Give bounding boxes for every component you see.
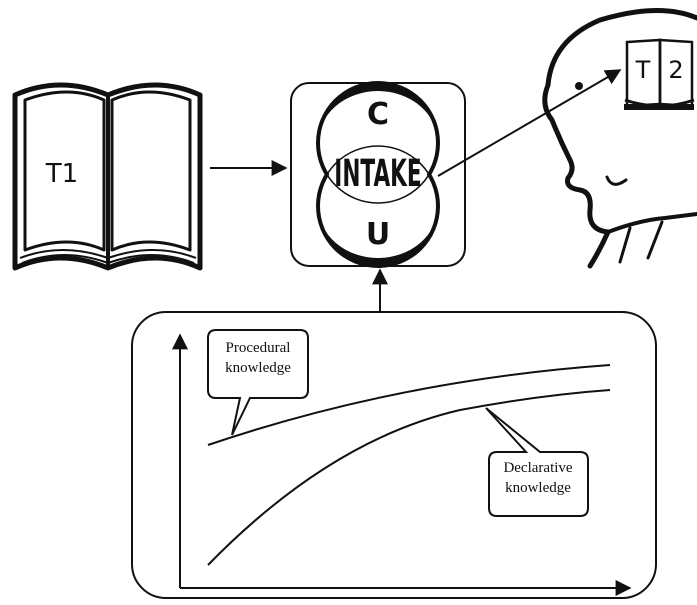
head-label-right: 2	[668, 56, 683, 84]
procedural-callout-line2: knowledge	[225, 360, 291, 376]
head-icon	[542, 7, 697, 269]
declarative-knowledge-curve	[207, 389, 611, 566]
intake-center-label: INTAKE	[334, 153, 421, 196]
head-label-left: T	[635, 56, 651, 84]
t2-book-icon	[624, 38, 695, 110]
procedural-callout-bubble	[207, 329, 309, 436]
declarative-callout-line1: Declarative	[503, 460, 572, 476]
declarative-callout-bubble	[485, 407, 589, 517]
procedural-knowledge-curve	[207, 364, 611, 446]
open-book-icon	[12, 82, 203, 271]
graph-box	[131, 311, 657, 599]
intake-top-letter: C	[367, 97, 389, 132]
declarative-callout-line2: knowledge	[505, 480, 571, 496]
book-label: T1	[45, 159, 78, 189]
head-eye	[575, 82, 583, 90]
arrow-intake-to-head	[437, 69, 622, 177]
procedural-callout-line1: Procedural	[226, 340, 291, 356]
uptake-circle-inner	[320, 148, 436, 264]
intake-bottom-letter: U	[366, 217, 390, 252]
